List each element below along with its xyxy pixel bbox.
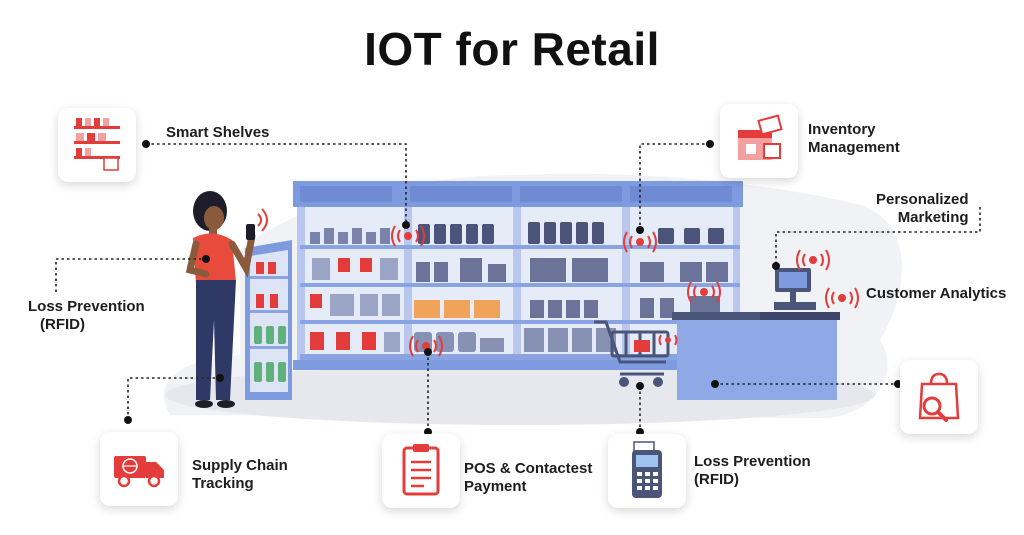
marketing-label-line1: Personalized — [876, 191, 969, 208]
inventory-box-icon — [738, 114, 783, 160]
shopping-bag-search-icon — [918, 372, 960, 422]
rfid-signal-icon — [623, 231, 657, 253]
cart-wheel — [653, 377, 663, 387]
pos-payment-card — [382, 434, 460, 508]
side-rack — [245, 240, 292, 400]
customer-analytics-card — [900, 360, 978, 434]
card-terminal-icon — [632, 441, 662, 498]
checkout-counter — [672, 312, 840, 400]
pos-payment-label: POS & Contactest Payment — [464, 460, 592, 496]
pos-line2: Payment — [464, 478, 527, 495]
loss-left-line1: Loss Prevention — [28, 298, 145, 315]
personalized-marketing-label: Personalized Marketing — [876, 191, 969, 227]
loss-prevention-bottom-label: Loss Prevention (RFID) — [694, 453, 811, 489]
pos-monitor-icon — [774, 268, 816, 310]
shelving-unit — [293, 181, 743, 370]
loss-bottom-line1: Loss Prevention — [694, 453, 811, 470]
clipboard-icon — [402, 444, 440, 496]
supply-chain-card — [100, 432, 178, 506]
supply-line1: Supply Chain — [192, 457, 288, 474]
rfid-signal-icon — [391, 225, 425, 247]
connector-lines — [55, 143, 981, 432]
loss-prevention-left-label: Loss Prevention (RFID) — [28, 298, 145, 334]
customer-analytics-label: Customer Analytics — [866, 285, 1007, 302]
page-title: IOT for Retail — [364, 23, 660, 75]
smart-shelves-card — [58, 108, 136, 182]
inventory-label-line2: Management — [808, 139, 900, 156]
marketing-label-line2: Marketing — [897, 209, 969, 226]
cart-wheel — [619, 377, 629, 387]
rfid-signal-icon — [825, 287, 859, 309]
rfid-signal-icon — [687, 281, 721, 303]
pos-line1: POS & Contactest — [464, 460, 593, 477]
loss-left-line2: (RFID) — [40, 316, 85, 333]
supply-chain-label: Supply Chain Tracking — [192, 457, 288, 493]
truck-icon — [114, 456, 164, 488]
rfid-signal-icon — [796, 249, 830, 271]
inventory-card — [720, 104, 798, 178]
loss-prevention-card — [608, 434, 686, 508]
loss-bottom-line2: (RFID) — [694, 471, 739, 488]
inventory-label-line1: Inventory — [808, 121, 876, 138]
shopper-figure — [185, 191, 268, 408]
connector-dots — [124, 140, 902, 436]
inventory-management-label: Inventory Management — [808, 121, 900, 157]
smart-shelves-label: Smart Shelves — [166, 124, 270, 141]
shelves-icon — [74, 118, 120, 171]
cart-item — [634, 340, 650, 352]
rfid-signal-icon — [658, 334, 678, 346]
supply-line2: Tracking — [192, 475, 254, 492]
